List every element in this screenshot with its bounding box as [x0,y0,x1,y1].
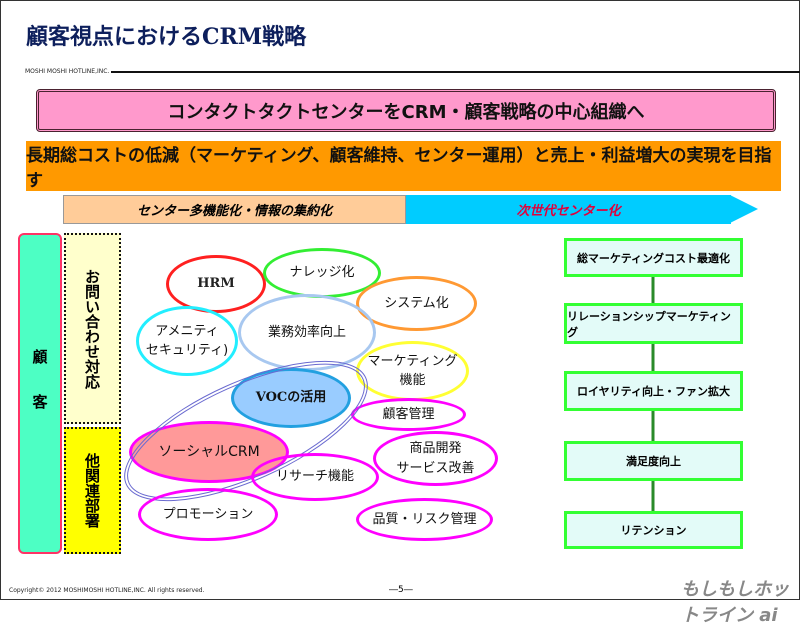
arrow-phase-1: センター多機能化・情報の集約化 [63,195,406,224]
bubble-product-dev: 商品開発 サービス改善 [373,431,498,486]
other-departments-box: 他関連部署 [64,427,121,554]
header-divider [111,71,800,73]
page-title: 顧客視点におけるCRM戦略 [26,24,307,50]
copyright: Copyright© 2012 MOSHIMOSHI HOTLINE,INC. … [9,587,205,594]
flow-step-retention: リテンション [564,511,743,549]
arrow-head [730,195,758,223]
flow-step-satisfaction: 満足度向上 [564,441,743,481]
company-name: MOSHI MOSHI HOTLINE,INC. [25,68,110,75]
bubble-system: システム化 [356,276,477,331]
company-logo: もしもしホットライン ai [681,579,789,626]
flow-step-loyalty: ロイヤリティ向上・ファン拡大 [564,371,743,411]
bubble-promotion: プロモーション [138,488,278,541]
bubble-quality-risk: 品質・リスク管理 [356,498,493,541]
flow-step-cost-optimization: 総マーケティングコスト最適化 [564,238,743,277]
main-banner: コンタクトタクトセンターをCRM・顧客戦略の中心組織へ [36,89,776,132]
inquiry-box: お問い合わせ対応 [64,233,121,424]
bubble-amenity: アメニティ セキュリティ) [136,306,238,376]
customer-box: 顧客 [18,233,62,554]
goal-bar: 長期総コストの低減（マーケティング、顧客維持、センター運用）と売上・利益増大の実… [26,141,781,191]
flow-step-relationship-marketing: リレーションシップマーケティング [564,303,743,344]
bubble-voc: VOCの活用 [231,368,351,428]
bubble-customer-mgmt: 顧客管理 [351,398,466,431]
page-number: ―5― [389,585,413,595]
arrow-phase-2: 次世代センター化 [406,195,731,224]
bubble-research: リサーチ機能 [251,453,379,501]
